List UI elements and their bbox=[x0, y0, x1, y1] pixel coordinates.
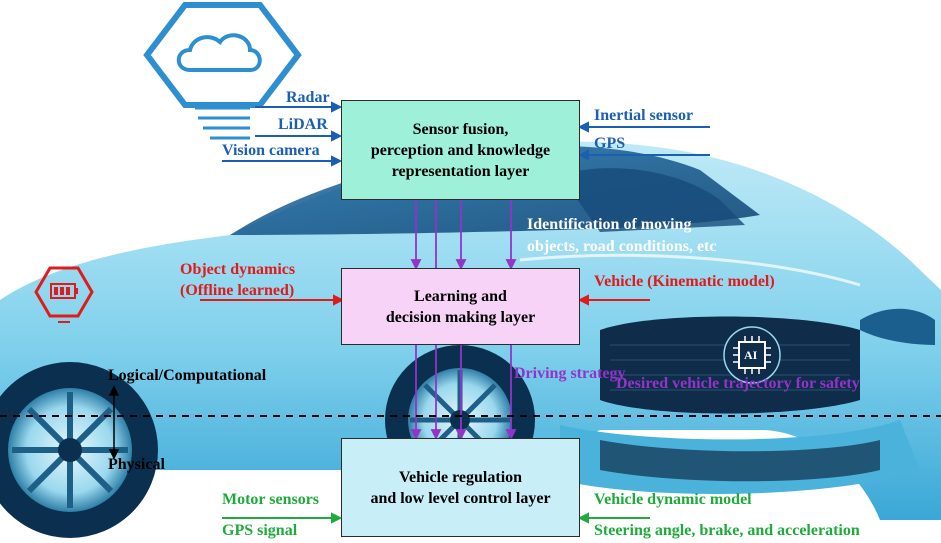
identification-line2: objects, road conditions, etc bbox=[527, 238, 717, 255]
layer-double-arrow bbox=[108, 385, 120, 460]
desired-trajectory-label: Desired vehicle trajectory for safety bbox=[616, 375, 860, 392]
left-sensor-arrows bbox=[222, 101, 343, 167]
ai-chip-text: AI bbox=[744, 348, 758, 362]
battery-icon bbox=[34, 266, 94, 323]
driving-strategy-label: Driving strategy bbox=[514, 365, 626, 382]
gps-label: GPS bbox=[594, 135, 626, 152]
vision-camera-label: Vision camera bbox=[222, 142, 320, 159]
cloud-icon bbox=[143, 2, 302, 140]
control-line2: and low level control layer bbox=[370, 489, 551, 507]
motor-sensors-label: Motor sensors bbox=[222, 491, 320, 508]
ai-chip-icon bbox=[723, 326, 781, 384]
learning-line2: decision making layer bbox=[385, 308, 536, 326]
steering-brake-label: Steering angle, brake, and acceleration bbox=[594, 522, 860, 539]
logical-computational-label: Logical/Computational bbox=[108, 367, 267, 384]
control-arrows bbox=[222, 512, 650, 524]
control-layer-box: Vehicle regulation and low level control… bbox=[341, 438, 580, 537]
vehicle-kinematic-label: Vehicle (Kinematic model) bbox=[594, 273, 775, 290]
gps-signal-label: GPS signal bbox=[222, 522, 298, 539]
physical-label: Physical bbox=[108, 456, 165, 473]
learning-layer-box: Learning and decision making layer bbox=[341, 268, 580, 345]
learning-line1: Learning and bbox=[414, 287, 507, 305]
object-dynamics-line2: (Offline learned) bbox=[180, 282, 295, 299]
dynamics-arrows bbox=[200, 294, 650, 306]
lidar-label: LiDAR bbox=[278, 116, 328, 133]
radar-label: Radar bbox=[286, 89, 330, 106]
sensor-fusion-line2: perception and knowledge bbox=[370, 141, 551, 159]
control-line1: Vehicle regulation bbox=[398, 468, 523, 486]
sensor-fusion-line1: Sensor fusion, bbox=[412, 120, 509, 138]
object-dynamics-line1: Object dynamics bbox=[180, 261, 296, 278]
identification-line1: Identification of moving bbox=[527, 216, 692, 233]
right-sensor-arrows bbox=[577, 121, 710, 161]
vehicle-dynamic-model-label: Vehicle dynamic model bbox=[594, 491, 752, 508]
sensor-fusion-line3: representation layer bbox=[391, 162, 530, 180]
sensor-fusion-layer-box: Sensor fusion, perception and knowledge … bbox=[341, 100, 580, 200]
inertial-sensor-label: Inertial sensor bbox=[594, 107, 694, 124]
